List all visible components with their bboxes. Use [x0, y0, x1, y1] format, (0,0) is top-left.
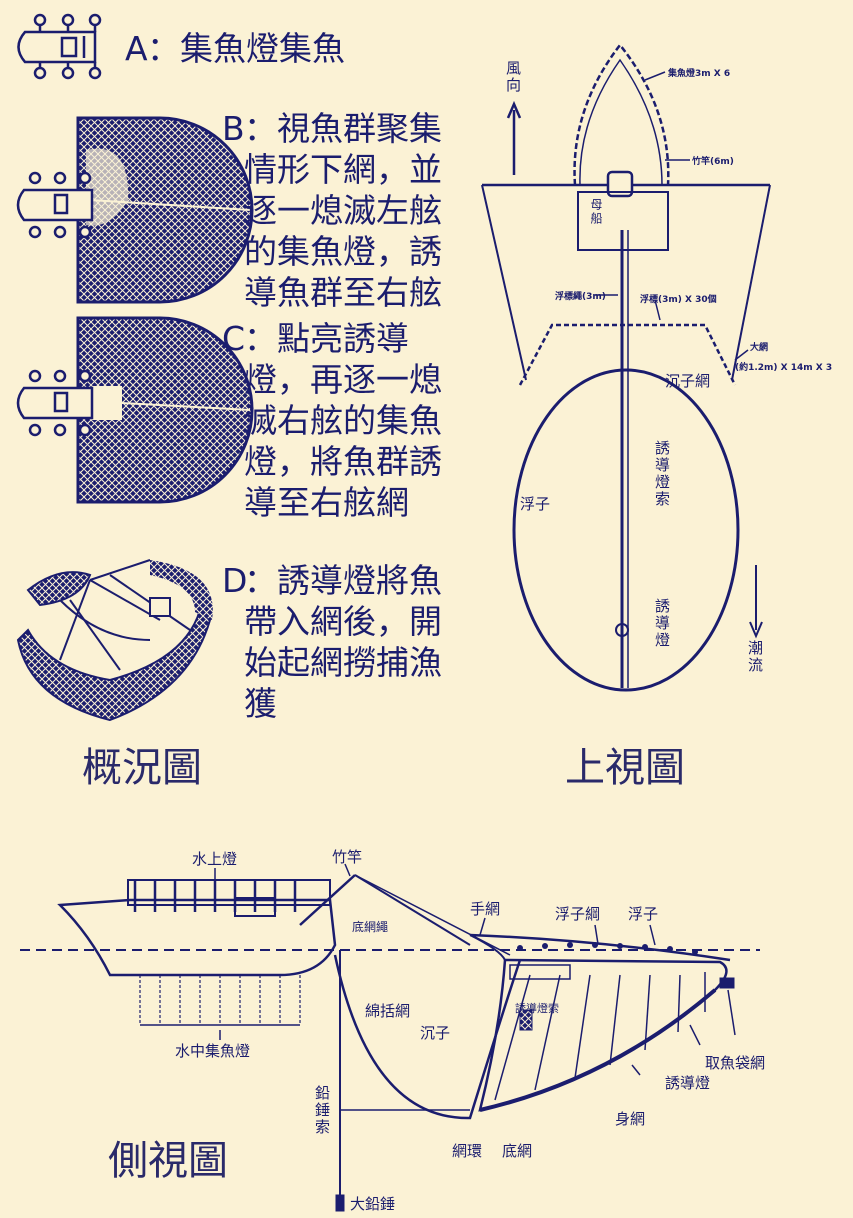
float-label-side: 浮子 [628, 905, 659, 923]
collar-net-label: 底網繩 [352, 920, 389, 934]
top-tiny-label: 大網 [750, 343, 769, 353]
step-text: ：視魚群聚集情形下網，並逐一熄滅左舷的集魚燈，誘導魚群至右舷 [244, 109, 442, 312]
current-label: 潮流 [746, 640, 764, 674]
purse-net-label: 綿括網 [365, 1002, 411, 1020]
guide-rope-side-label: 誘導燈索 [515, 1002, 559, 1015]
guide-light-side-label: 誘導燈 [665, 1074, 711, 1092]
underwater-light-label: 水中集魚燈 [175, 1042, 251, 1060]
step-text: ：誘導燈將魚帶入網後，開始起網撈捕漁獲 [244, 561, 442, 723]
top-tiny-label: 竹竿(6m) [692, 157, 734, 167]
guide-rope-label: 誘導燈索 [653, 440, 671, 508]
top-tiny-label: (約1.2m) X 14m X 3 [735, 363, 833, 373]
step-key: B [222, 109, 245, 148]
ring-label: 網環 [452, 1142, 483, 1160]
net-diagram-d [16, 559, 213, 722]
side-view-drawing [20, 863, 760, 1212]
bottom-net-label: 底網 [502, 1142, 533, 1160]
overview-caption: 概況圖 [82, 745, 202, 791]
lead-rope-label: 鉛錘索 [313, 1085, 331, 1136]
guide-light-label: 誘導燈 [653, 598, 671, 649]
top-tiny-label: 集魚燈3m X 6 [668, 69, 731, 79]
top-tiny-label: 浮標繩(3m) [555, 292, 606, 302]
catch-net-label: 取魚袋網 [705, 1054, 766, 1072]
step-text: ：集魚燈集魚 [147, 29, 345, 68]
top-view-drawing [481, 42, 771, 692]
sinker-net-label: 沉子網 [665, 372, 711, 390]
water-light-label: 水上燈 [192, 850, 238, 868]
bamboo-pole-label: 竹竿 [332, 848, 363, 866]
net-diagram-c [16, 316, 254, 504]
step-text: ：點亮誘導燈，再逐一熄滅右舷的集魚燈，將魚群誘導至右舷網 [244, 319, 442, 522]
net-diagram-b [16, 116, 254, 304]
boat-icon-a [17, 13, 102, 80]
body-net-label: 身網 [615, 1110, 646, 1128]
step-key: C [222, 319, 246, 358]
step-key: A [125, 29, 148, 68]
top-tiny-label: 浮標(3m) X 30個 [640, 295, 717, 305]
side-view-caption: 側視圖 [108, 1138, 228, 1184]
boat-label: 母船 [589, 198, 603, 226]
float-label: 浮子 [520, 495, 551, 513]
top-view-caption: 上視圖 [565, 745, 685, 791]
step-key: D [222, 561, 248, 600]
float-rope-label: 浮子綱 [555, 905, 601, 923]
hand-net-label: 手網 [470, 900, 501, 918]
wind-label: 風向 [504, 60, 522, 94]
big-weight-label: 大鉛錘 [350, 1195, 396, 1213]
sinker-label: 沉子 [420, 1024, 451, 1042]
